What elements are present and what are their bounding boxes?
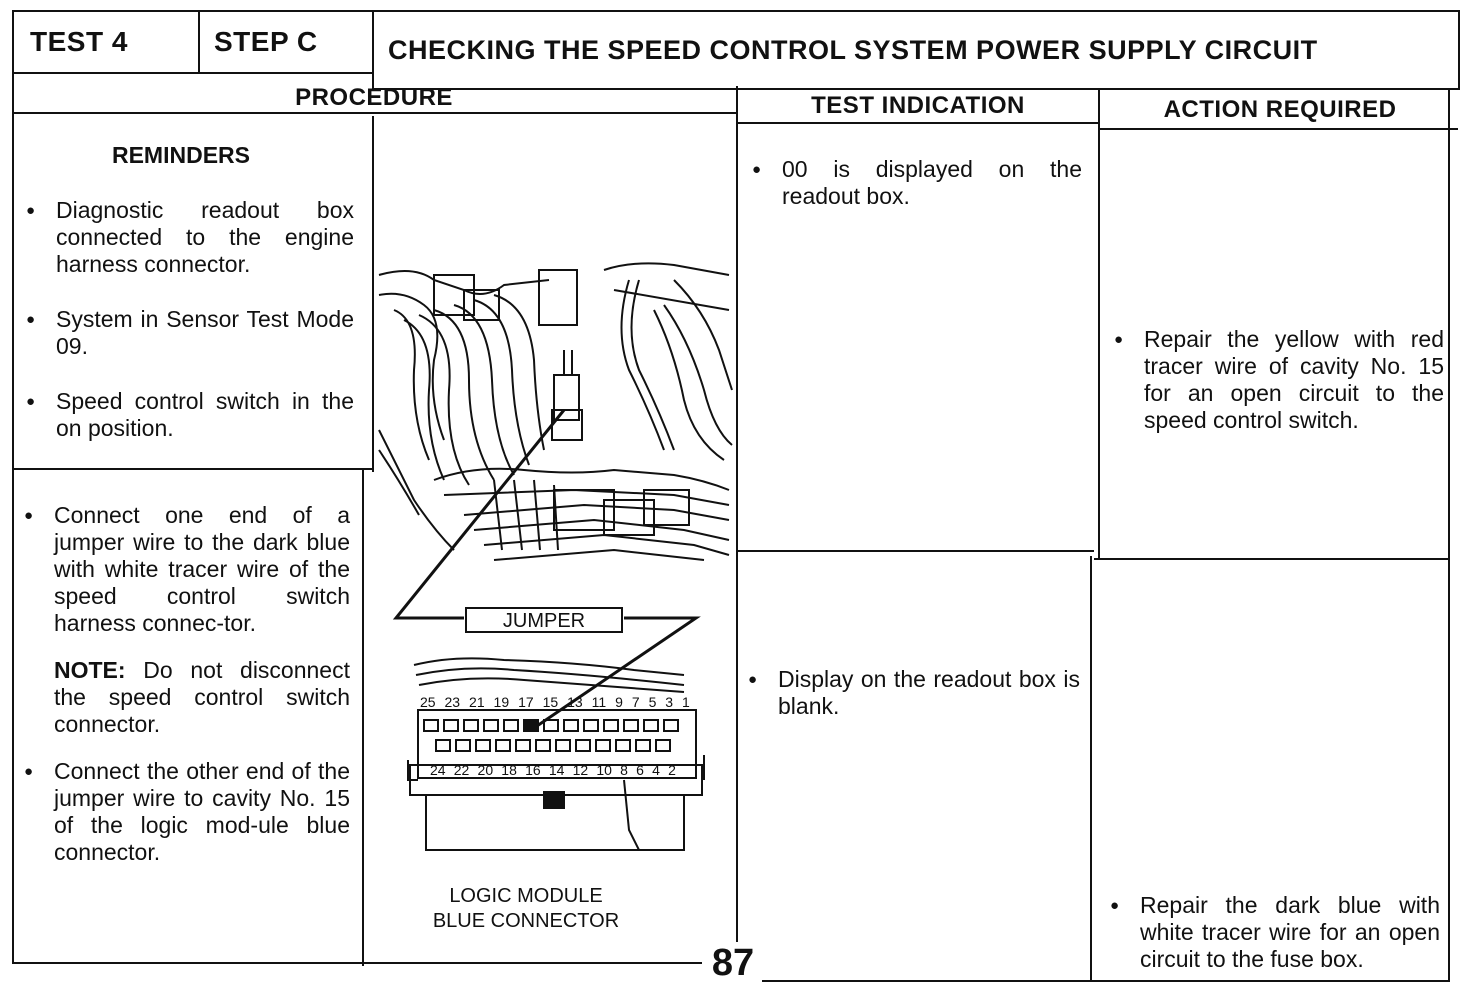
- pin-label: 17: [518, 694, 534, 710]
- pin-label: 5: [648, 694, 657, 710]
- indication-row-2: Display on the readout box is blank.: [744, 666, 1080, 720]
- procedure-step-1: Connect one end of a jumper wire to the …: [20, 502, 350, 637]
- action-row-2: Repair the dark blue with white tracer w…: [1106, 892, 1440, 973]
- test-number-cell: TEST 4: [12, 10, 200, 74]
- pin-label: 18: [501, 762, 517, 778]
- pin-label: 25: [420, 694, 436, 710]
- procedure-note: NOTE: Do not disconnect the speed contro…: [20, 657, 350, 738]
- pin-label: 23: [444, 694, 461, 710]
- pin-label: 4: [652, 762, 660, 778]
- note-label: NOTE:: [54, 657, 126, 683]
- action-required-header: ACTION REQUIRED: [1163, 96, 1397, 123]
- pin-label: 1: [682, 694, 690, 710]
- page-number: 87: [704, 942, 762, 985]
- illustration-caption: LOGIC MODULE BLUE CONNECTOR: [404, 884, 648, 934]
- step-cell: STEP C: [198, 10, 374, 74]
- pin-label: 11: [591, 694, 607, 710]
- top-pin-numbers: 25 23 21 19 17 15 13 11 9 7 5 3 1: [420, 694, 690, 710]
- title-cell: CHECKING THE SPEED CONTROL SYSTEM POWER …: [372, 10, 1460, 90]
- jumper-label: JUMPER: [502, 610, 586, 632]
- pin-label: 9: [615, 694, 623, 710]
- step-label: STEP C: [214, 26, 318, 57]
- reminders-section: REMINDERS Diagnostic readout box connect…: [22, 142, 354, 470]
- note-text: Do not disconnect the speed control swit…: [54, 657, 350, 737]
- reminder-item: Diagnostic readout box connected to the …: [22, 197, 354, 278]
- pin-label: 6: [636, 762, 644, 778]
- pin-label: 7: [631, 694, 640, 710]
- pin-label: 8: [620, 762, 628, 778]
- caption-line-1: LOGIC MODULE: [449, 885, 603, 907]
- bottom-pin-numbers: 24 22 20 18 16 14 12 10 8 6 4 2: [430, 762, 676, 778]
- pin-label: 21: [469, 694, 485, 710]
- reminder-item: System in Sensor Test Mode 09.: [22, 306, 354, 360]
- harness-drawing: [378, 262, 733, 851]
- top-cavities: [423, 719, 679, 732]
- procedure-step-2: Connect the other end of the jumper wire…: [20, 758, 350, 866]
- test-indication-header: TEST INDICATION: [811, 92, 1025, 119]
- pin-label: 3: [665, 694, 674, 710]
- procedure-steps: Connect one end of a jumper wire to the …: [20, 502, 350, 894]
- indication-row-1: 00 is displayed on the readout box.: [748, 156, 1082, 210]
- procedure-header: PROCEDURE: [295, 84, 453, 111]
- pin-label: 22: [453, 762, 470, 778]
- test-number: TEST 4: [30, 26, 128, 57]
- action-row-1: Repair the yellow with red tracer wire o…: [1110, 326, 1444, 434]
- pin-label: 12: [572, 762, 589, 778]
- page-title: CHECKING THE SPEED CONTROL SYSTEM POWER …: [388, 34, 1318, 65]
- caption-line-2: BLUE CONNECTOR: [432, 910, 620, 932]
- pin-label: 13: [567, 694, 583, 710]
- reminder-item: Speed control switch in the on position.: [22, 388, 354, 442]
- pin-label: 24: [430, 762, 446, 778]
- reminders-title: REMINDERS: [111, 142, 250, 168]
- pin-label: 10: [596, 762, 612, 778]
- wiring-illustration: JUMPER 25 23 21 19 17 15 13 11 9 7 5 3 1…: [374, 250, 734, 950]
- pin-label: 19: [493, 694, 510, 710]
- pin-label: 16: [525, 762, 541, 778]
- pin-label: 20: [477, 762, 494, 778]
- bottom-cavities: [435, 739, 671, 752]
- pin-label: 15: [542, 694, 559, 710]
- pin-label: 2: [668, 762, 676, 778]
- pin-label: 14: [548, 762, 565, 778]
